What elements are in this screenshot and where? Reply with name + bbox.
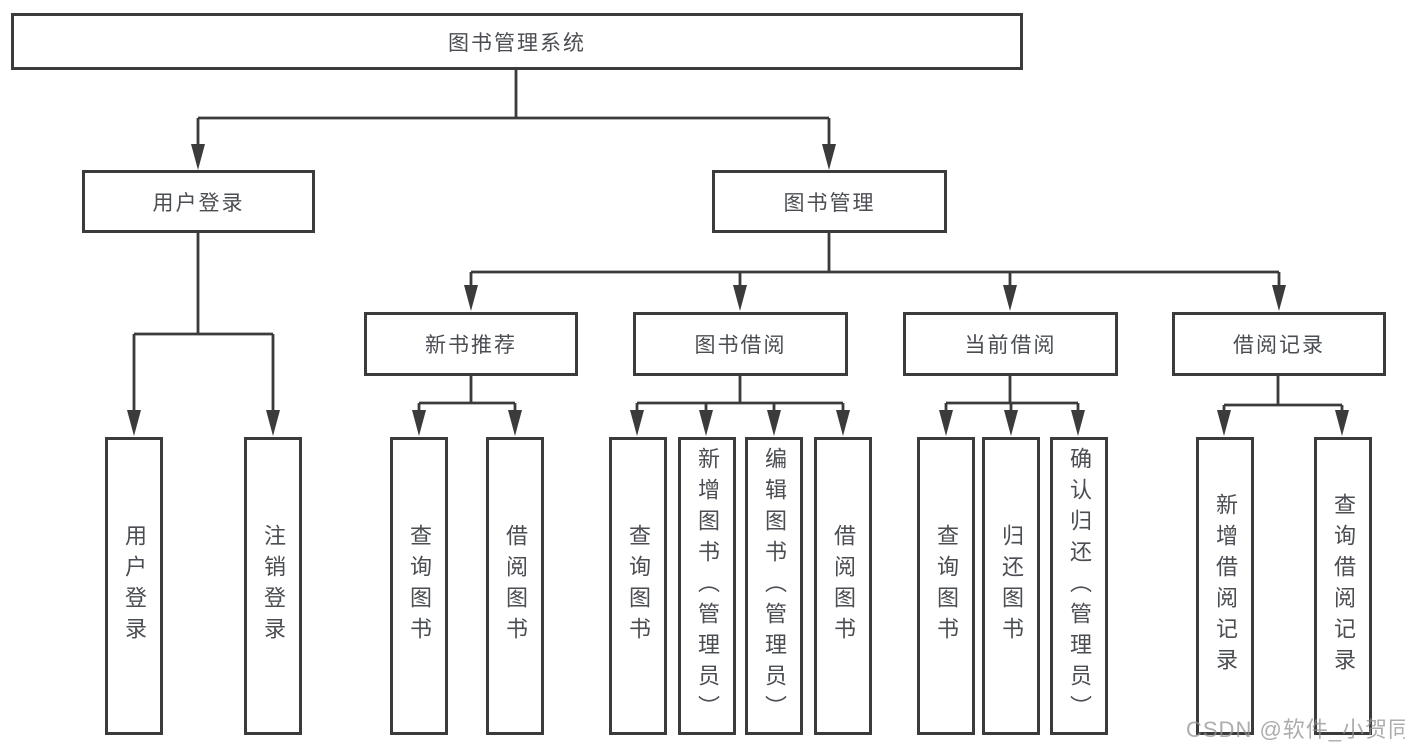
leaf-edit-book-admin: 编辑图书（管理员）: [745, 437, 803, 735]
node-borrowing-records: 借阅记录: [1172, 312, 1386, 376]
node-current-borrowing: 当前借阅: [903, 312, 1118, 376]
csdn-watermark: CSDN @软件_小贺同学: [1186, 717, 1405, 742]
node-new-book-recommend: 新书推荐: [364, 312, 578, 376]
leaf-return-book: 归还图书: [982, 437, 1040, 735]
leaf-recommend-query-book: 查询图书: [390, 437, 448, 735]
leaf-current-query-book: 查询图书: [917, 437, 975, 735]
leaf-confirm-return-admin: 确认归还（管理员）: [1050, 437, 1108, 735]
arrowheads: [127, 144, 1349, 436]
leaf-query-borrow-record: 查询借阅记录: [1314, 437, 1372, 735]
node-book-management: 图书管理: [712, 170, 947, 233]
leaf-add-borrow-record: 新增借阅记录: [1196, 437, 1254, 735]
leaf-borrowing-query-book: 查询图书: [609, 437, 667, 735]
leaf-recommend-borrow-book: 借阅图书: [486, 437, 544, 735]
node-book-borrowing: 图书借阅: [633, 312, 848, 376]
node-root-system: 图书管理系统: [11, 13, 1023, 70]
node-user-login-branch: 用户登录: [82, 170, 315, 233]
leaf-user-login: 用户登录: [105, 437, 163, 735]
leaf-logout: 注销登录: [244, 437, 302, 735]
leaf-borrowing-borrow-book: 借阅图书: [814, 437, 872, 735]
leaf-add-book-admin: 新增图书（管理员）: [678, 437, 736, 735]
